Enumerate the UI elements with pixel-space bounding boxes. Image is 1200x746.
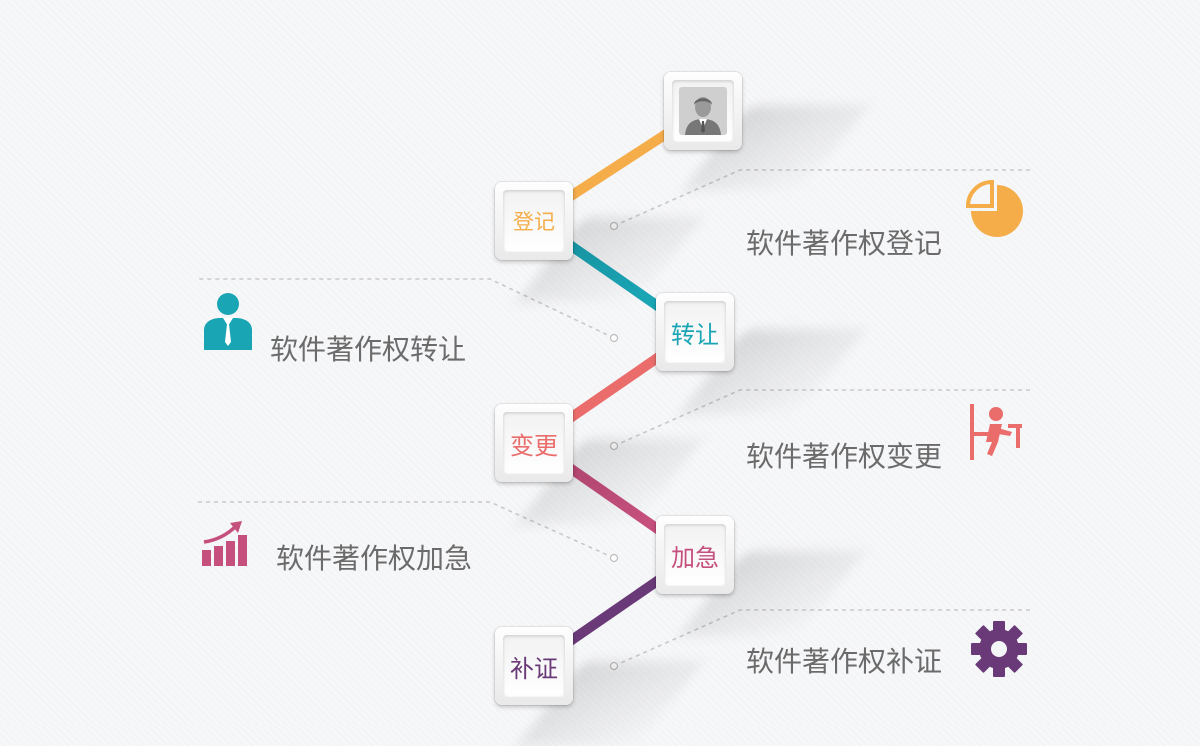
leader-dot-biangeng — [609, 441, 619, 451]
leader-dot-buzheng — [609, 661, 619, 671]
businessman-icon — [204, 293, 252, 350]
user-avatar-icon — [679, 87, 727, 135]
step-description-buzheng: 软件著作权补证 — [746, 645, 943, 678]
pie-chart-icon — [966, 180, 1023, 237]
top-avatar-tile — [664, 72, 742, 150]
gear-icon — [971, 621, 1027, 677]
step-description-zhuanrang: 软件著作权转让 — [270, 333, 467, 366]
leader-buzheng — [613, 609, 1030, 667]
person-at-desk-icon — [970, 404, 1022, 460]
step-tile-label: 登记 — [513, 210, 555, 234]
step-tile-biangeng[interactable]: 变更 — [495, 404, 573, 482]
leader-dot-zhuanrang — [609, 333, 619, 343]
step-tile-label: 加急 — [671, 543, 719, 572]
leader-dot-dengji — [609, 221, 619, 231]
connector-layer — [198, 107, 1030, 671]
step-tile-label: 补证 — [510, 654, 558, 683]
leader-biangeng — [613, 389, 1030, 447]
step-tile-label: 变更 — [510, 431, 558, 460]
step-tile-label: 转让 — [671, 320, 719, 349]
process-diagram: 登记 转让 变更 加急 补证 软件著作权登记 软件著作权转让 软件著作权变更 软… — [198, 72, 1030, 746]
leader-dengji — [613, 169, 1030, 227]
bar-chart-growth-icon — [202, 521, 247, 566]
step-tile-jiaji[interactable]: 加急 — [656, 516, 734, 594]
leader-zhuanrang — [198, 278, 615, 339]
leader-dot-jiaji — [609, 553, 619, 563]
leader-jiaji — [198, 501, 615, 559]
step-tile-zhuanrang[interactable]: 转让 — [656, 293, 734, 371]
step-description-biangeng: 软件著作权变更 — [746, 440, 943, 473]
step-description-jiaji: 软件著作权加急 — [276, 542, 473, 575]
step-tile-buzheng[interactable]: 补证 — [495, 627, 573, 705]
step-tile-dengji[interactable]: 登记 — [495, 182, 573, 260]
step-description-dengji: 软件著作权登记 — [746, 227, 943, 260]
